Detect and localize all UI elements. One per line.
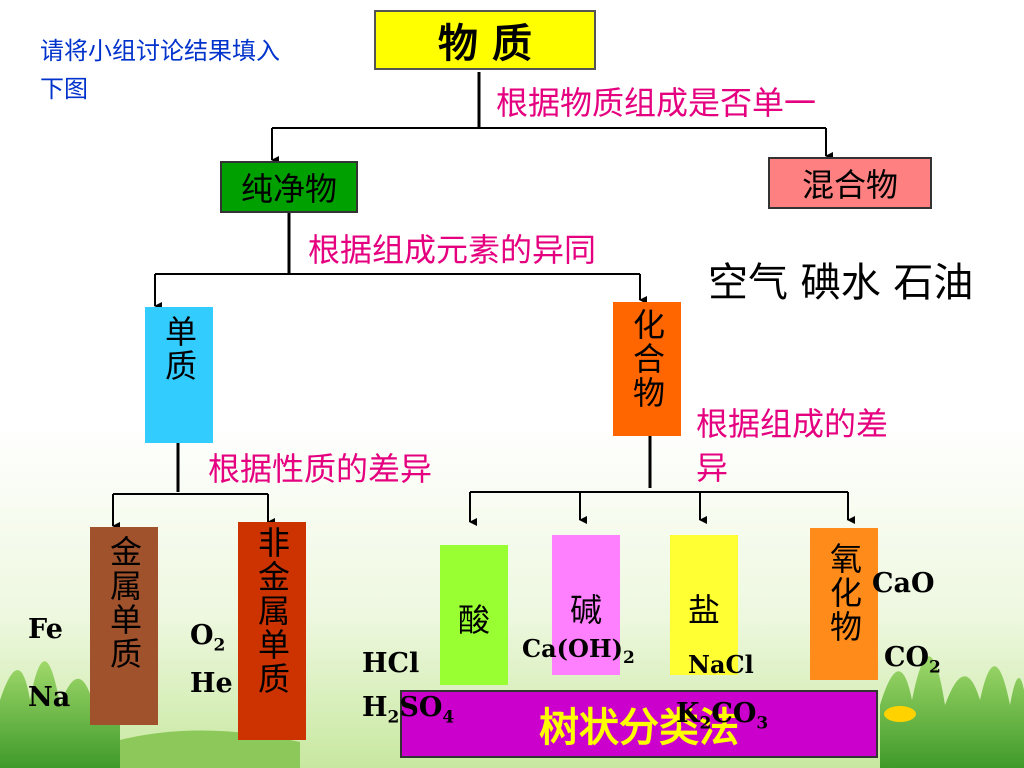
criterion-property-diff: 根据性质的差异 [208,450,433,488]
criterion-element-same-diff: 根据组成元素的异同 [308,231,597,269]
instruction-text: 请将小组讨论结果填入下图 [40,37,280,103]
node-compound: 化合物 [613,302,681,436]
example-nonmetal-2: He [190,668,233,699]
node-nonmetal-element: 非金属单质 [238,522,306,740]
example-acid-1: HCl [362,648,420,679]
example-base-1: Ca(OH)2 [522,634,635,668]
root-node-substance: 物 质 [374,10,596,70]
criterion-composition-single: 根据物质组成是否单一 [496,84,817,122]
example-salt-2: K2CO3 [676,698,769,734]
example-metal-2: Na [28,682,71,713]
node-oxide: 氧化物 [810,528,878,680]
mixture-examples: 空气 碘水 石油 [708,260,974,306]
node-salt: 盐 [670,535,738,675]
example-oxide-1: CaO [872,568,935,599]
criterion-composition-diff: 根据组成的差异 [696,405,889,487]
example-salt-1: NaCl [688,650,754,679]
node-base: 碱 [552,535,620,675]
node-mixture: 混合物 [768,157,932,209]
node-pure-substance: 纯净物 [220,161,358,213]
node-acid: 酸 [440,545,508,685]
example-nonmetal-1: O2 [190,620,226,656]
example-acid-2: H2SO4 [362,692,455,728]
node-element-substance: 单质 [145,307,213,443]
method-label-tree-classification: 树状分类法 [400,690,878,758]
node-metal-element: 金属单质 [90,527,158,725]
example-oxide-2: CO2 [884,642,941,678]
example-metal-1: Fe [28,614,63,645]
